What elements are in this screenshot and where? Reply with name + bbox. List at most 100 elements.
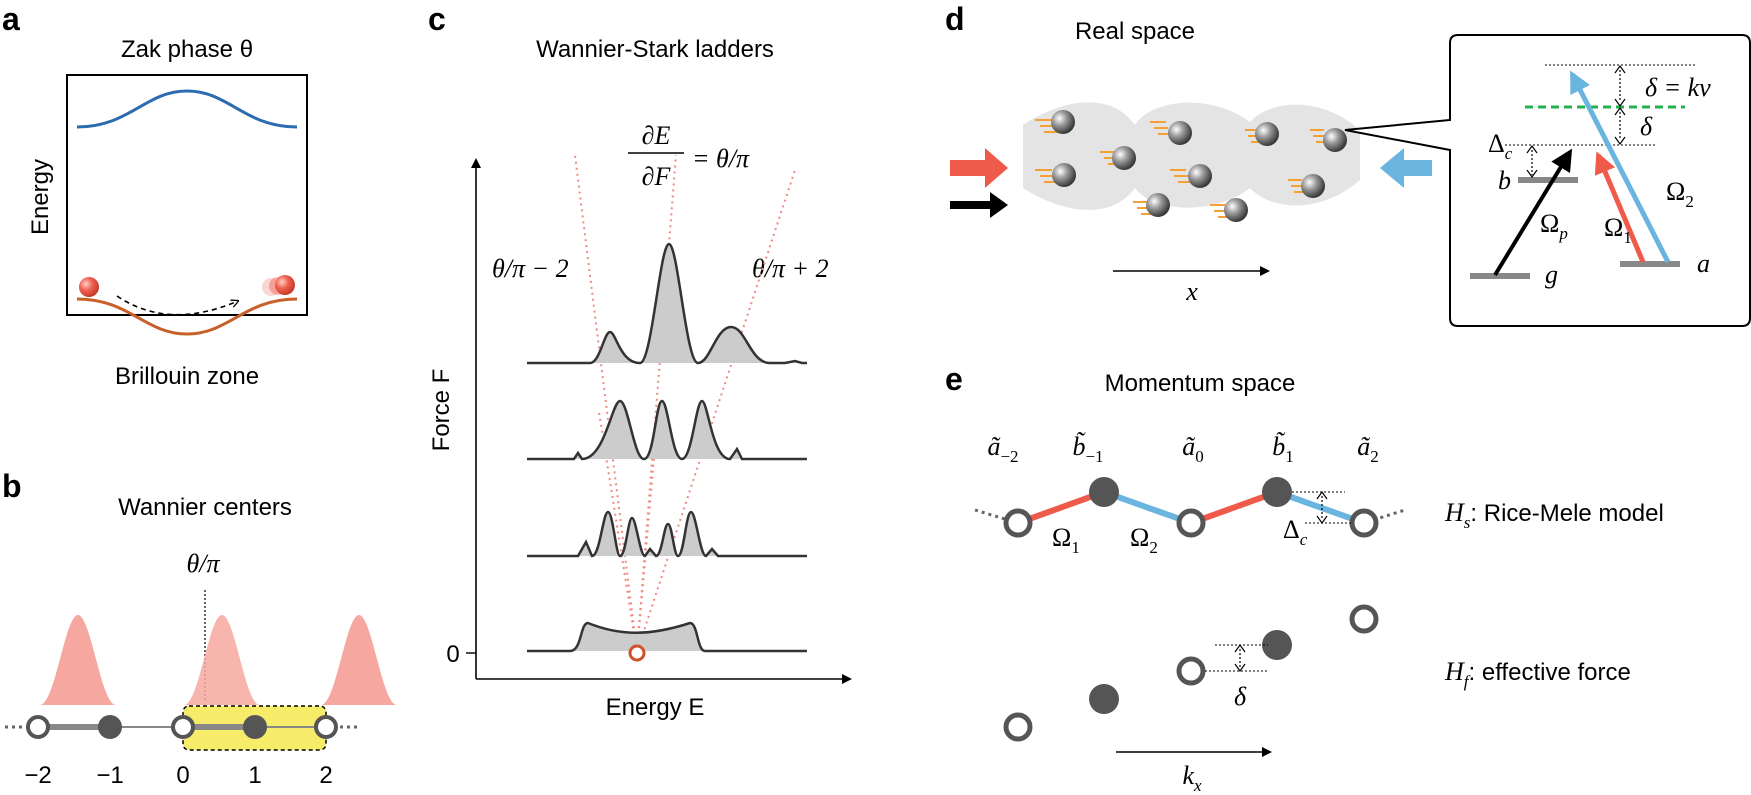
omega2-transition — [1569, 70, 1671, 264]
panel-a-title: Zak phase θ — [121, 36, 253, 63]
x-axis-label: x — [1185, 277, 1198, 306]
panel-b: b Wannier centers θ/π −2 −1 0 1 2 — [2, 468, 397, 789]
panel-e-title: Momentum space — [1105, 370, 1296, 397]
bond-omega2-right — [1275, 489, 1366, 526]
panel-d: d Real space — [945, 1, 1751, 327]
wannier-gaussian-right — [321, 615, 397, 705]
bond-label-omega1: Ω1 — [1052, 523, 1080, 557]
bond-omega1-right — [1189, 489, 1279, 526]
bond-omega2-left — [1102, 489, 1193, 526]
momentum-site-a-0 — [1176, 508, 1206, 538]
panel-a-ylabel: Energy — [27, 159, 54, 235]
atom-6 — [1133, 193, 1170, 217]
blue-beam-arrow — [1380, 148, 1432, 188]
force-site-2 — [1089, 684, 1119, 714]
panel-c-letter: c — [428, 1, 446, 37]
force-site-4 — [1262, 630, 1292, 660]
momentum-site-a-minus2 — [1003, 508, 1033, 538]
level-a-label: a — [1697, 249, 1710, 278]
bond-omega1-left — [1016, 489, 1106, 526]
origin-marker — [628, 644, 646, 662]
atom-7 — [1210, 198, 1248, 222]
panel-b-letter: b — [2, 468, 22, 504]
right-guide-label: θ/π + 2 — [752, 254, 829, 283]
site-label-a-0: ã0 — [1182, 432, 1204, 466]
guide-line-0 — [636, 154, 677, 653]
omega1-label: Ω1 — [1604, 213, 1632, 247]
force-delta-label: δ — [1234, 682, 1247, 711]
tick-0: 0 — [176, 762, 189, 789]
momentum-site-a-2 — [1349, 508, 1379, 538]
delta-c-label: Δc — [1488, 129, 1513, 163]
atom-3 — [1100, 146, 1136, 170]
site-a-0 — [171, 715, 195, 739]
ladder-trace-strong-force — [527, 242, 807, 365]
level-g-label: g — [1545, 260, 1558, 289]
cold-atoms — [1035, 110, 1347, 222]
atom-4 — [1150, 121, 1192, 145]
zero-label: 0 — [446, 641, 459, 668]
level-b-label: b — [1498, 166, 1511, 195]
panel-e: e Momentum space ã−2 b̃−1 ã0 b̃1 ã2 Ω1 Ω… — [945, 361, 1664, 795]
panel-d-title: Real space — [1075, 18, 1195, 45]
tick-minus2: −2 — [24, 762, 51, 789]
ladder-trace-zero-force — [527, 621, 807, 653]
upper-band-curve — [76, 89, 298, 129]
guide-line-plus2 — [636, 169, 796, 653]
left-guide-label: θ/π − 2 — [492, 254, 569, 283]
panel-a-letter: a — [2, 1, 20, 37]
atom-1 — [1035, 110, 1075, 134]
theta-label: θ/π — [186, 549, 220, 578]
ladder-trace-weak-force — [527, 510, 807, 558]
site-label-b-minus1: b̃−1 — [1072, 432, 1103, 466]
deriv-rhs: = θ/π — [692, 144, 750, 173]
energy-axis-label: Energy E — [606, 694, 705, 721]
panel-b-title: Wannier centers — [118, 494, 292, 521]
site-label-b-1: b̃1 — [1272, 432, 1294, 466]
panel-c: c Wannier-Stark ladders 0 Force F Energy… — [428, 1, 852, 721]
omega2-label: Ω2 — [1666, 177, 1694, 211]
omega-p-label: Ωp — [1540, 209, 1568, 243]
omega1-transition — [1594, 151, 1646, 263]
atom-9 — [1288, 174, 1325, 198]
pumping-arrow — [116, 295, 238, 316]
force-site-1 — [1003, 712, 1033, 742]
delta-kv-label: δ = kv — [1645, 73, 1711, 102]
panel-c-title: Wannier-Stark ladders — [536, 36, 774, 63]
hs-label: Hs: Rice-Mele model — [1444, 498, 1664, 532]
site-a-minus2 — [26, 715, 50, 739]
atom-10 — [1310, 128, 1347, 152]
tick-minus1: −1 — [96, 762, 123, 789]
atom-start — [79, 277, 99, 297]
panel-e-letter: e — [945, 361, 963, 397]
ladder-trace-medium-force — [527, 399, 807, 461]
momentum-site-b-1 — [1262, 477, 1292, 507]
wannier-gaussian-left — [40, 615, 116, 705]
hf-label: Hf: effective force — [1444, 657, 1631, 691]
atom-8 — [1245, 122, 1279, 146]
deriv-denominator: ∂F — [642, 162, 672, 191]
delta-label: δ — [1640, 112, 1653, 141]
bond-label-omega2: Ω2 — [1130, 523, 1158, 557]
panel-a: a Zak phase θ Energy Brillouin zone — [2, 1, 308, 390]
site-b-1 — [243, 715, 267, 739]
tick-2: 2 — [319, 762, 332, 789]
atom-2 — [1035, 163, 1076, 187]
site-label-a-2: ã2 — [1357, 432, 1379, 466]
guide-line-plus1 — [636, 411, 659, 653]
force-site-5 — [1349, 604, 1379, 634]
lower-band-curve — [76, 297, 298, 336]
deriv-numerator: ∂E — [642, 121, 671, 150]
tick-1: 1 — [248, 762, 261, 789]
panel-d-letter: d — [945, 1, 965, 37]
probe-beam-arrow — [950, 192, 1008, 218]
red-beam-arrow — [950, 148, 1008, 188]
omega-p-transition — [1493, 148, 1573, 277]
panel-a-xlabel: Brillouin zone — [115, 363, 259, 390]
wannier-gaussian-middle — [184, 615, 260, 705]
guide-line-minus1 — [598, 411, 638, 653]
kx-axis-label: kx — [1182, 761, 1202, 795]
site-label-a-minus2: ã−2 — [987, 432, 1018, 466]
force-site-3 — [1176, 656, 1206, 686]
